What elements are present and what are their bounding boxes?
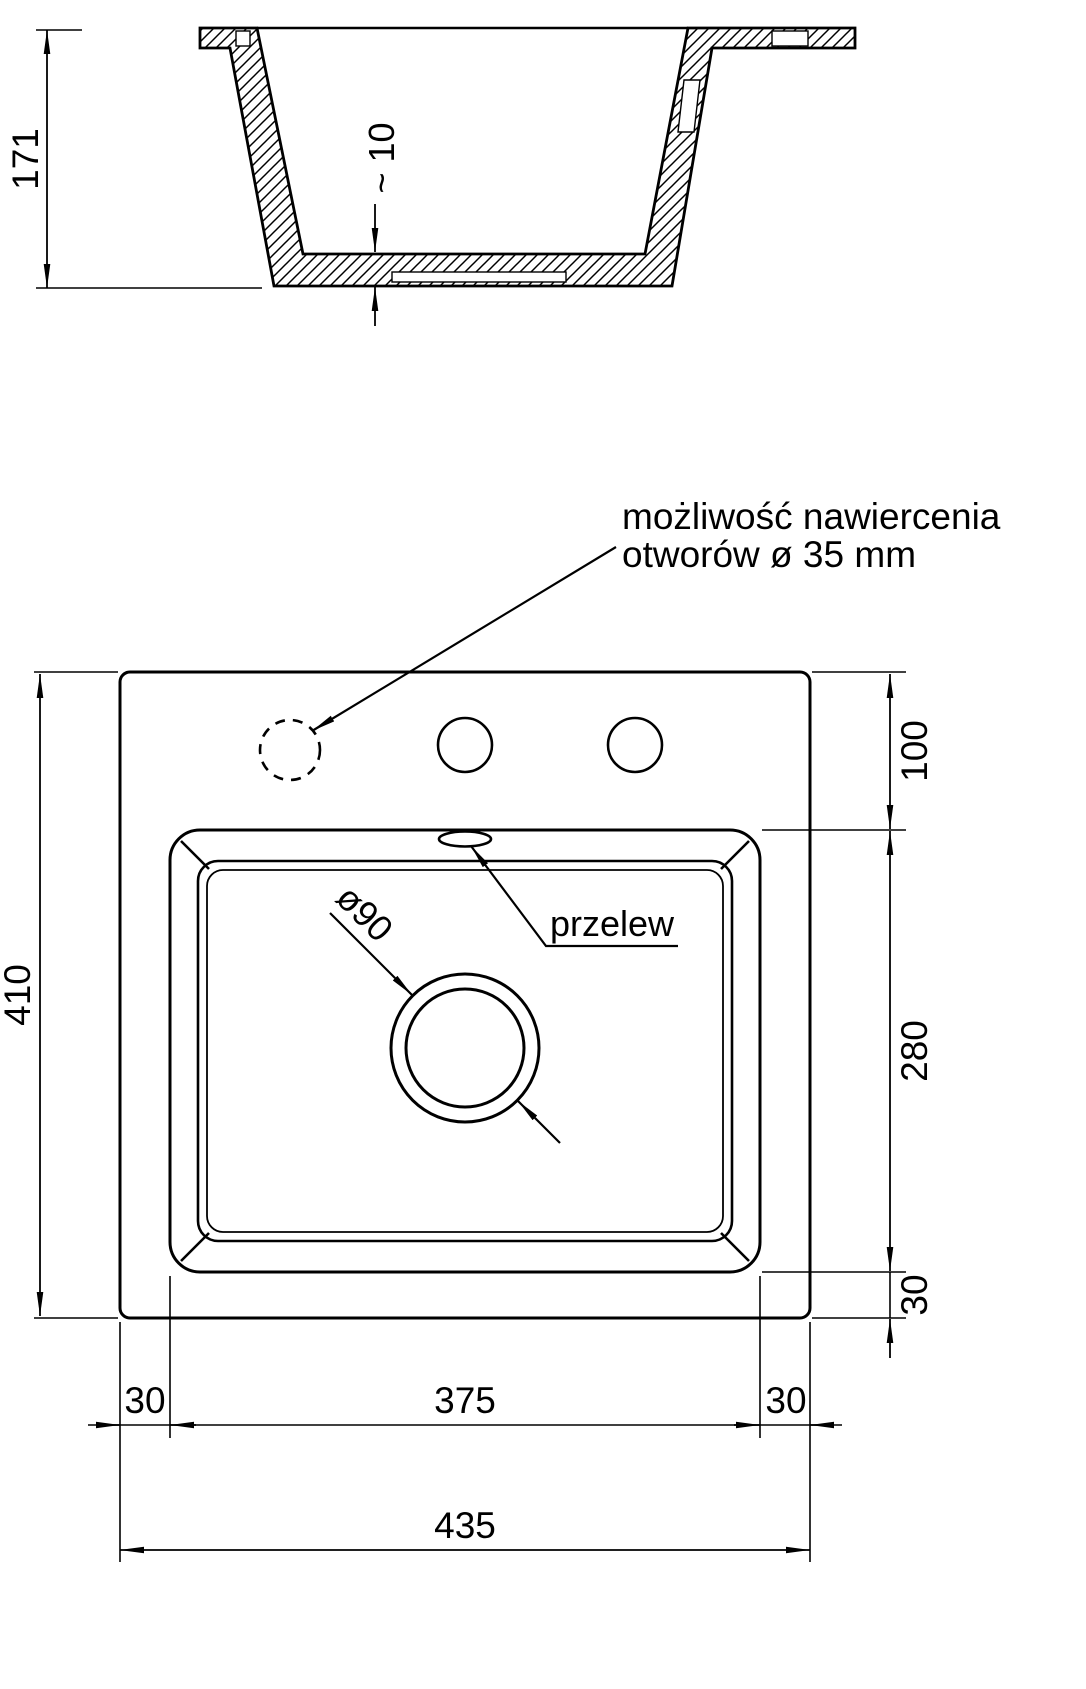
bowl-corner-diagonal-tl [180,840,210,870]
dim-side-height-label: 171 [5,128,46,190]
dim-right-margin-label: 30 [765,1380,806,1421]
dim-bowl-length-label: 280 [894,1020,935,1082]
bowl-rim-inner [206,869,724,1233]
drain-outer-circle [389,972,541,1124]
drain-recess-groove [391,271,567,283]
dim-total-height-label: 410 [0,964,38,1026]
overflow-slot-ellipse [437,830,493,848]
dim-bowl-width-label: 375 [434,1380,496,1421]
dim-bottom-offset-label: 30 [894,1274,935,1315]
overflow-label: przelew [550,903,675,944]
dim-left-margin-label: 30 [124,1380,165,1421]
drain-dim-arrow-lower [517,1100,561,1144]
faucet-hole-circle-right [606,716,664,774]
drill-note-line2: otworów ø 35 mm [622,534,916,575]
bowl-corner-diagonal-br [720,1232,750,1262]
drill-note-line1: możliwość nawiercenia [622,496,1001,537]
bowl-corner-diagonal-tr [720,840,750,870]
faucet-hole-circle-center [436,716,494,774]
drill-option-hole-dashed-circle [258,718,322,782]
bowl-rim-mid [196,859,734,1243]
bowl-corner-diagonal-bl [180,1232,210,1262]
overflow-hole-section [677,79,701,133]
drain-dim-arrow-upper [329,912,413,996]
dim-total-width-label: 435 [434,1505,496,1546]
dim-top-offset-label: 100 [894,720,935,782]
sink-outline [118,670,812,1320]
drain-inner-circle [404,987,526,1109]
right-flange-groove [771,30,809,47]
overflow-leader-arrow [470,845,678,948]
bowl-rim-outer [168,828,762,1274]
side-view: 171 ~ 10 [5,26,857,326]
drill-note-leader-arrow [311,546,617,732]
left-flange-groove [235,30,251,47]
dim-bottom-thickness-label: ~ 10 [361,122,402,193]
